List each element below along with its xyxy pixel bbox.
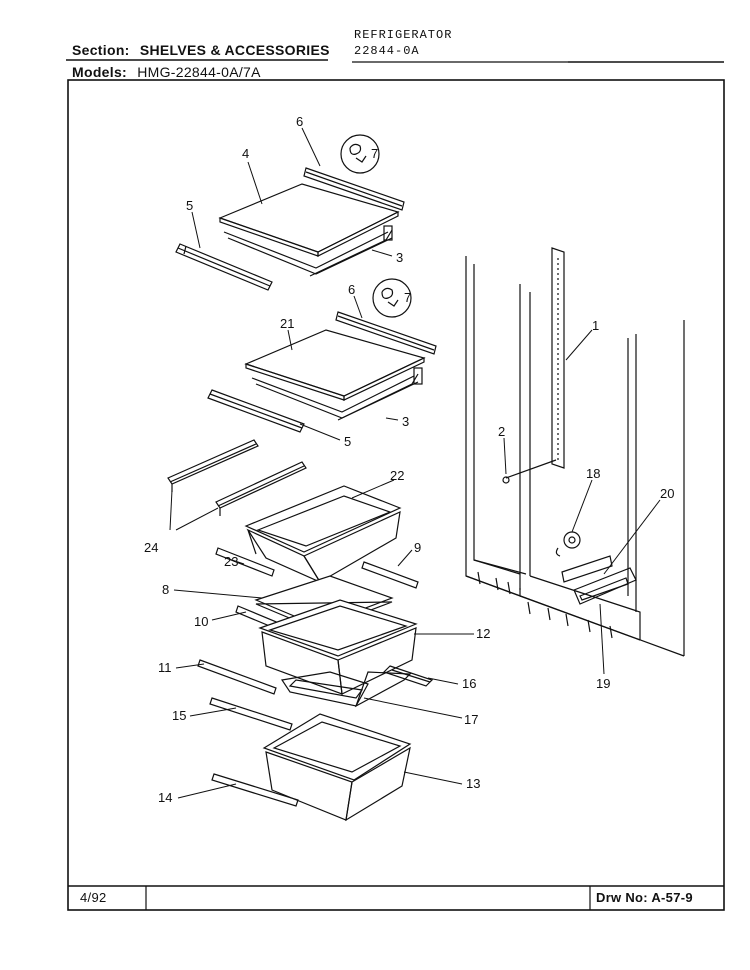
part-label: 6 [296, 114, 303, 129]
part-label: 18 [586, 466, 600, 481]
part-label: 5 [186, 198, 193, 213]
part-label: 6 [348, 282, 355, 297]
part-label: 24 [144, 540, 158, 555]
lower-bin [262, 713, 412, 822]
rear-trim-upper [303, 167, 405, 211]
light-socket [555, 531, 581, 557]
part-label: 21 [280, 316, 294, 331]
part-label: 3 [402, 414, 409, 429]
part-label: 5 [344, 434, 351, 449]
bracket-icon-middle: 7 [372, 278, 412, 318]
part-label: 22 [390, 468, 404, 483]
part-label: 11 [158, 660, 172, 675]
drawer-supports [167, 439, 307, 516]
part-label: 14 [158, 790, 172, 805]
model-code: 22844-0A [354, 44, 420, 58]
part-label: 16 [462, 676, 476, 691]
part-label: 12 [476, 626, 490, 641]
part-label: 9 [414, 540, 421, 555]
part-label: 8 [162, 582, 169, 597]
vertical-rail [551, 247, 565, 469]
models-label: Models: [72, 64, 127, 80]
part-label: 13 [466, 776, 480, 791]
section-label: Section: [72, 42, 130, 58]
part-label: 20 [660, 486, 674, 501]
part-label: 10 [194, 614, 208, 629]
part-label: 2 [498, 424, 505, 439]
drawing-date: 4/92 [80, 890, 107, 905]
part-label: 3 [396, 250, 403, 265]
crisper-pan [258, 599, 418, 695]
pin-part [502, 459, 557, 484]
diagram-frame [66, 59, 725, 911]
trims-lower [197, 659, 434, 731]
svg-text:7: 7 [371, 146, 378, 161]
middle-shelf [244, 329, 426, 421]
drawing-number: Drw No: A-57-9 [596, 890, 693, 905]
front-trim-middle [207, 389, 305, 433]
part-label: 23 [224, 554, 238, 569]
front-trim-upper [175, 243, 273, 291]
upper-shelf [218, 183, 400, 277]
cabinet-outline [465, 256, 685, 657]
leader-lines [169, 127, 661, 799]
part-label: 15 [172, 708, 186, 723]
bottom-trim [211, 773, 299, 807]
part-label: 1 [592, 318, 599, 333]
models-value: HMG-22844-0A/7A [137, 64, 261, 80]
part-label: 17 [464, 712, 478, 727]
bracket-icon-upper: 7 [340, 134, 380, 174]
rear-trim-middle [335, 311, 437, 355]
appliance-title: REFRIGERATOR [354, 28, 453, 42]
part-label: 4 [242, 146, 249, 161]
section-value: SHELVES & ACCESSORIES [139, 42, 330, 58]
part-label: 19 [596, 676, 610, 691]
cover-parts [561, 555, 637, 605]
part-labels: 6 4 5 3 6 21 3 5 1 2 22 18 20 24 23 9 8 … [144, 114, 674, 805]
svg-text:7: 7 [404, 290, 411, 305]
